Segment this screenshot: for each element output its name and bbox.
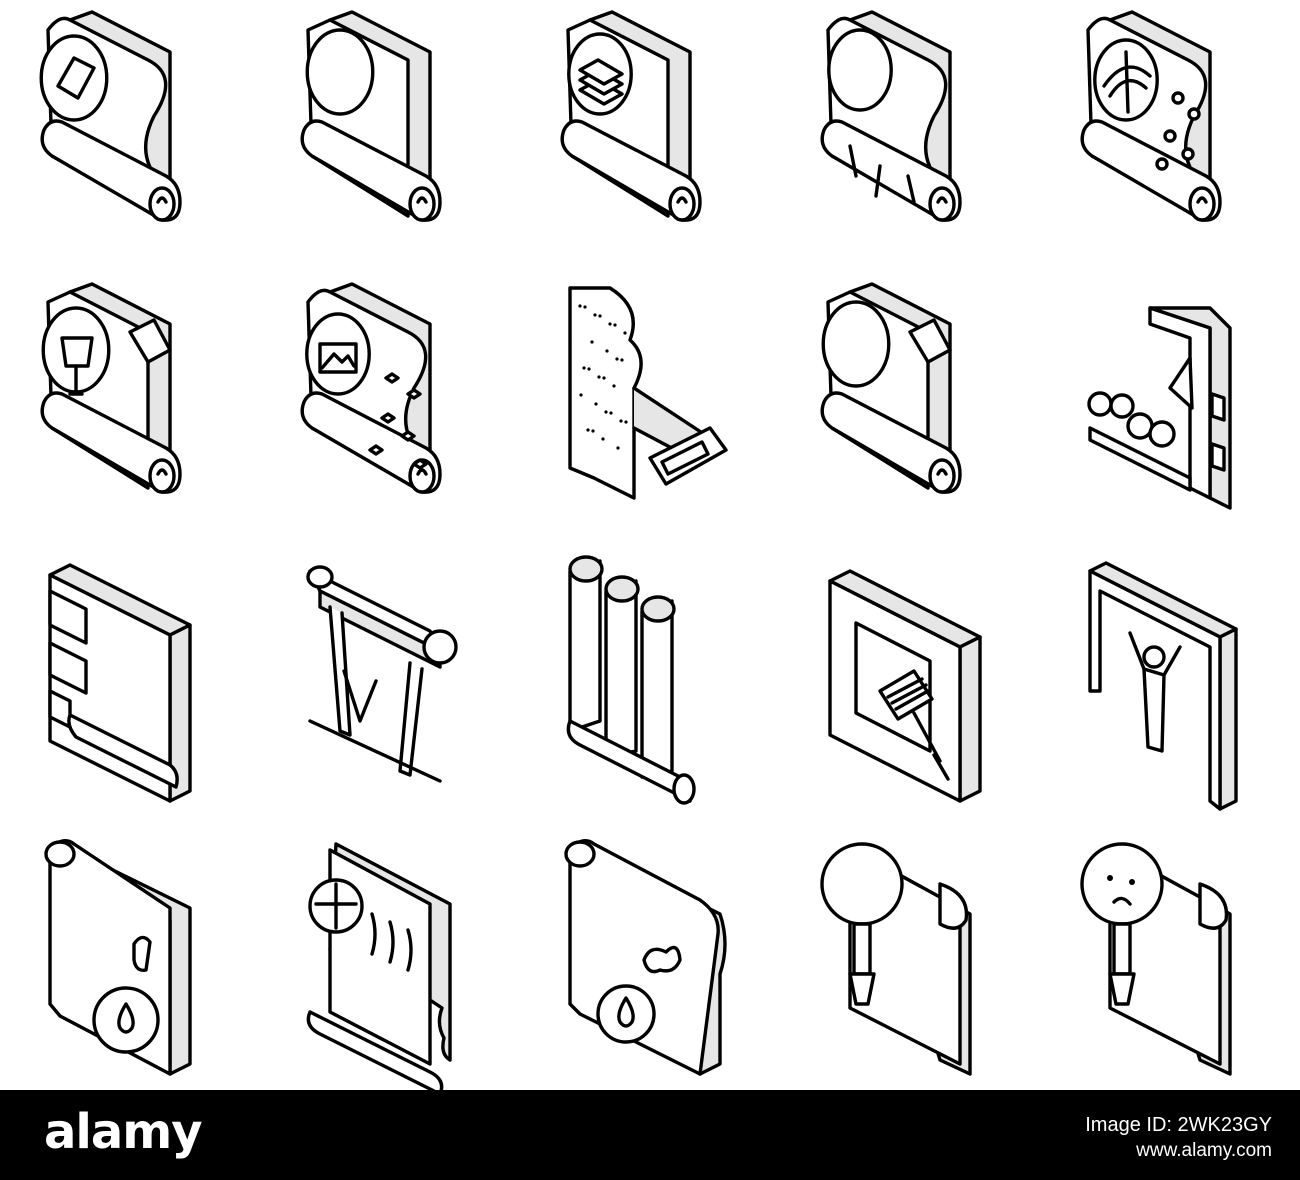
alamy-logo: alamy xyxy=(44,1104,203,1160)
wallpaper-roll-diamond-icon xyxy=(0,0,260,272)
wallpaper-roll-brush-icon xyxy=(0,272,260,544)
wallpaper-magnifier-icon-graphic xyxy=(820,842,972,1076)
textured-wall-sponge-icon xyxy=(520,272,780,544)
paint-roller-wall-icon xyxy=(780,545,1040,817)
wallpaper-roll-dotted-icon xyxy=(1040,0,1300,272)
wallpaper-water-drop-icon-graphic xyxy=(44,839,192,1076)
wallpaper-roll-blank-icon-graphic xyxy=(300,10,442,222)
wallpaper-machine-icon xyxy=(1040,272,1300,544)
wall-with-bricks-roll-icon xyxy=(0,545,260,817)
wallpaper-roll-layers-icon xyxy=(520,0,780,272)
wallpaper-roll-blank-icon xyxy=(260,0,520,272)
wallpaper-roll-corner-icon-graphic xyxy=(820,282,962,494)
wallpaper-roll-image-icon-graphic xyxy=(300,282,442,494)
wallpaper-machine-icon-graphic xyxy=(1087,306,1232,510)
site-url-label: www.alamy.com xyxy=(1136,1140,1272,1161)
wallpaper-roll-diamond-icon-graphic xyxy=(39,10,182,222)
image-id-label: Image ID: 2WK23GY xyxy=(1085,1114,1272,1136)
wallpaper-sad-magnifier-icon xyxy=(1040,818,1300,1090)
wallpaper-roll-torn-icon xyxy=(780,0,1040,272)
wallpaper-roll-torn-icon-graphic xyxy=(820,10,962,222)
wallpaper-roll-brush-icon-graphic xyxy=(40,282,182,494)
wallpaper-stain-icon-graphic xyxy=(564,839,727,1076)
wallpaper-water-drop-icon xyxy=(0,818,260,1090)
wallpaper-roll-image-icon xyxy=(260,272,520,544)
wallpaper-no-water-icon xyxy=(260,818,520,1090)
wallpaper-magnifier-icon xyxy=(780,818,1040,1090)
textured-wall-sponge-icon-graphic xyxy=(568,286,728,500)
wallpaper-rolls-stack-icon-graphic xyxy=(566,555,696,805)
wall-with-bricks-roll-icon-graphic xyxy=(48,563,192,803)
wallpaper-roll-layers-icon-graphic xyxy=(560,10,702,222)
icon-grid xyxy=(0,0,1300,1090)
pasting-table-icon-graphic xyxy=(306,565,458,783)
person-hanging-wallpaper-icon-graphic xyxy=(1088,561,1238,811)
wallpaper-rolls-stack-icon xyxy=(520,545,780,817)
wallpaper-roll-corner-icon xyxy=(780,272,1040,544)
paint-roller-wall-icon-graphic xyxy=(828,569,982,803)
pasting-table-icon xyxy=(260,545,520,817)
wallpaper-no-water-icon-graphic xyxy=(306,842,452,1090)
watermark-bar: alamy Image ID: 2WK23GY www.alamy.com xyxy=(0,1090,1300,1180)
wallpaper-stain-icon xyxy=(520,818,780,1090)
wallpaper-sad-magnifier-icon-graphic xyxy=(1080,842,1232,1076)
wallpaper-roll-dotted-icon-graphic xyxy=(1080,10,1222,222)
person-hanging-wallpaper-icon xyxy=(1040,545,1300,817)
